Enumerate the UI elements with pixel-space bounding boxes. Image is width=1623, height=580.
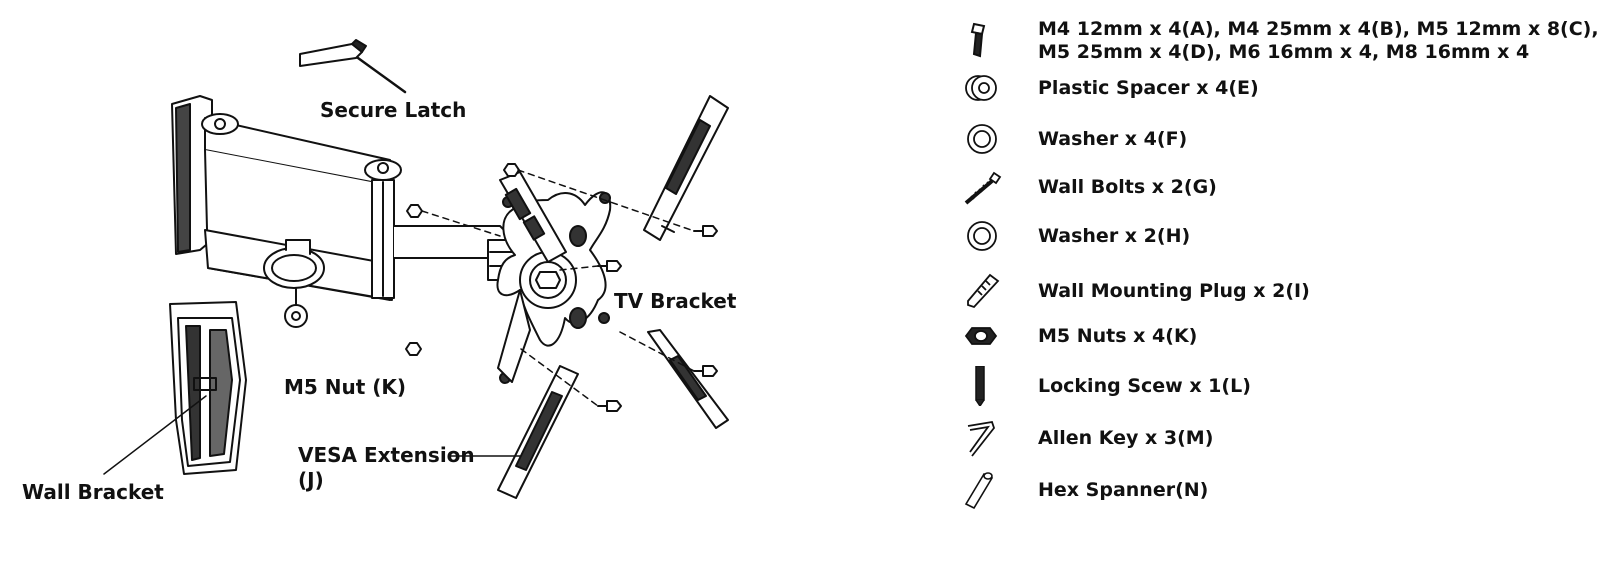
locking-screw-icon bbox=[975, 366, 985, 406]
parts-list-text: M4 12mm x 4(A), M4 25mm x 4(B), M5 12mm … bbox=[1038, 18, 1599, 40]
nut-icon bbox=[964, 327, 998, 345]
vesa-extension-part bbox=[497, 365, 579, 499]
tv-mount-exploded-diagram: Secure Latch TV Bracket M5 Nut (K) VESA … bbox=[22, 39, 737, 504]
secure-latch-label: Secure Latch bbox=[320, 98, 466, 122]
parts-list-text: Hex Spanner(N) bbox=[1038, 478, 1209, 501]
vesa-arm-lower bbox=[647, 329, 729, 429]
swivel-plate-part bbox=[496, 171, 612, 384]
screws-and-nuts bbox=[405, 163, 718, 412]
parts-list-text: Allen Key x 3(M) bbox=[1038, 426, 1214, 449]
leader-lines bbox=[103, 395, 521, 475]
wall-bolt-icon bbox=[964, 171, 1002, 205]
parts-list-text: Wall Bolts x 2(G) bbox=[1038, 175, 1217, 198]
parts-list-text: Wall Mounting Plug x 2(I) bbox=[1038, 279, 1310, 302]
allen-key-icon bbox=[967, 420, 996, 457]
vesa-extension-label: VESA Extension bbox=[298, 443, 475, 467]
parts-list-text: M5 Nuts x 4(K) bbox=[1038, 324, 1198, 347]
washer-icon bbox=[967, 124, 997, 154]
articulating-arm-part bbox=[201, 113, 519, 328]
parts-list-text: Plastic Spacer x 4(E) bbox=[1038, 76, 1259, 99]
tv-bracket-label: TV Bracket bbox=[614, 289, 737, 313]
washer-icon bbox=[967, 221, 997, 251]
hex-spanner-icon bbox=[964, 472, 994, 510]
alignment-lines bbox=[421, 169, 695, 407]
vesa-extension-label-line2: (J) bbox=[298, 468, 324, 492]
m5-nut-label: M5 Nut (K) bbox=[284, 375, 406, 399]
plastic-spacer-icon bbox=[965, 75, 997, 101]
parts-list-text: Locking Scew x 1(L) bbox=[1038, 374, 1251, 397]
wall-bracket-label: Wall Bracket bbox=[22, 480, 164, 504]
parts-list-text: Washer x 4(F) bbox=[1038, 127, 1188, 150]
parts-list-text-line2: M5 25mm x 4(D), M6 16mm x 4, M8 16mm x 4 bbox=[1038, 41, 1530, 63]
vesa-arm-upper bbox=[643, 95, 729, 241]
screw-icon bbox=[970, 22, 986, 58]
wall-bracket-part bbox=[169, 301, 247, 475]
secure-latch-part bbox=[299, 39, 407, 94]
wall-plug-icon bbox=[967, 273, 1000, 309]
parts-list-text: Washer x 2(H) bbox=[1038, 224, 1191, 247]
